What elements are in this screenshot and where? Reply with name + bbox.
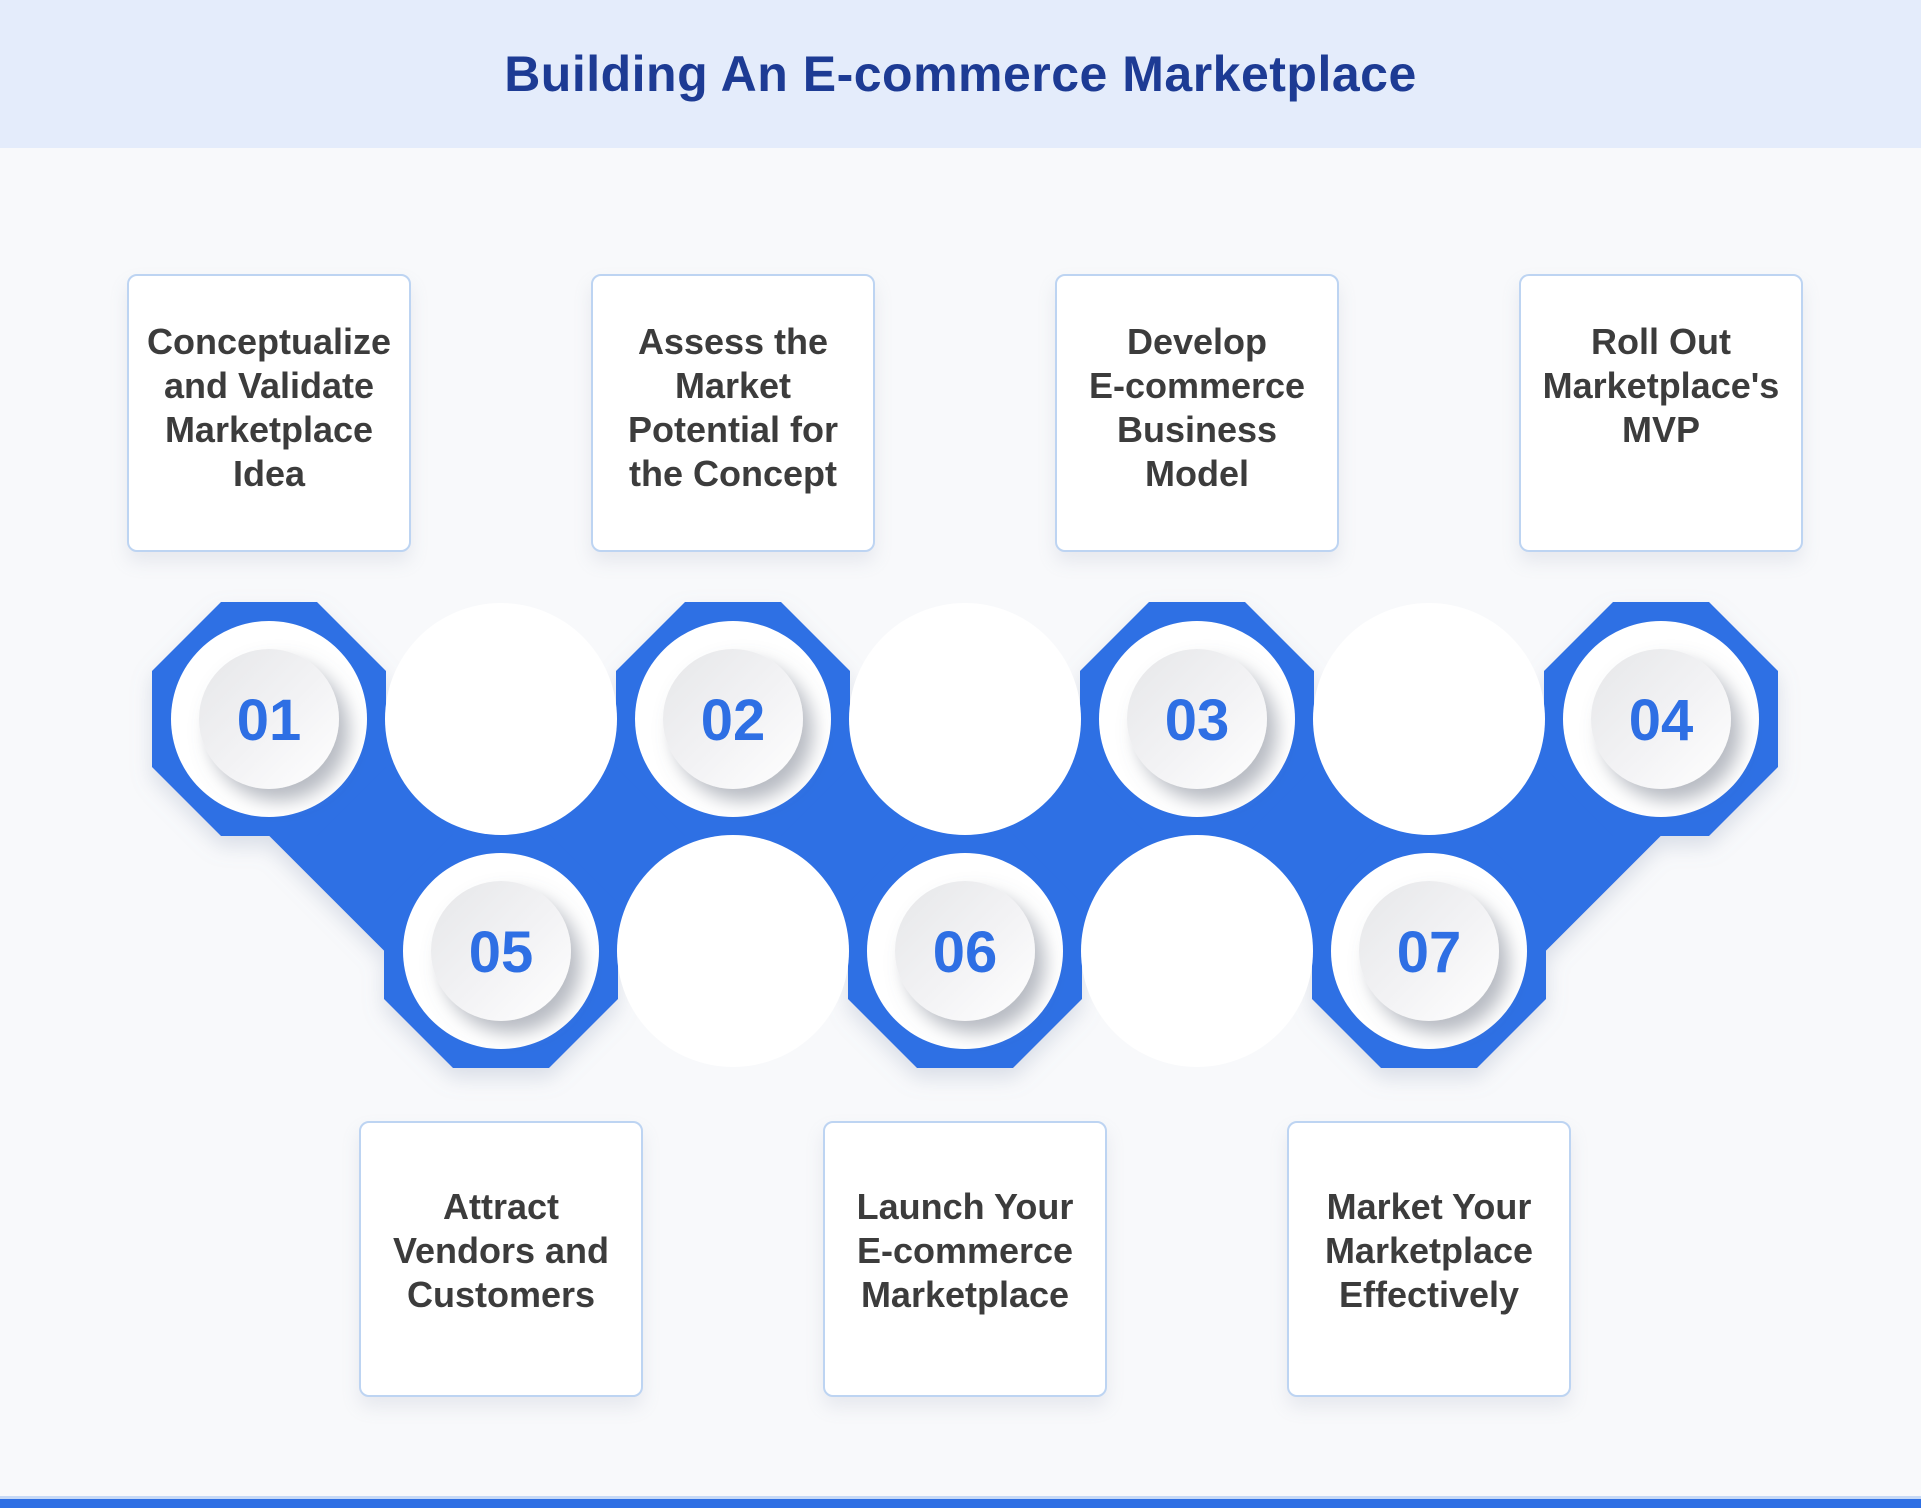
footer-accent-bar [0, 1499, 1921, 1508]
step-number-06: 06 [933, 920, 998, 985]
step-card-02: Assess the Market Potential for the Conc… [591, 274, 875, 552]
number-disc-03 [1127, 649, 1267, 789]
number-disc-05 [431, 881, 571, 1021]
number-disc-04 [1591, 649, 1731, 789]
bend-carve [385, 603, 617, 835]
step-card-07: Market Your Marketplace Effectively [1287, 1121, 1571, 1397]
number-disc-01 [199, 649, 339, 789]
step-number-04: 04 [1629, 688, 1694, 753]
step-card-label: Market Your Marketplace Effectively [1324, 1186, 1534, 1315]
step-card-label: Develop E-commerce Business Model [1088, 321, 1306, 494]
number-disc-group [199, 649, 1731, 1021]
step-number-03: 03 [1165, 688, 1230, 753]
number-disc-06 [895, 881, 1035, 1021]
header-band: Building An E-commerce Marketplace [0, 0, 1921, 148]
bend-carve [1313, 603, 1545, 835]
step-card-label: Attract Vendors and Customers [392, 1186, 610, 1315]
step-card-label: Roll Out Marketplace's MVP [1542, 321, 1780, 450]
step-card-label: Assess the Market Potential for the Conc… [627, 321, 838, 494]
bend-carve [1081, 835, 1313, 1067]
step-card-06: Launch Your E-commerce Marketplace [823, 1121, 1107, 1397]
step-card-04: Roll Out Marketplace's MVP [1519, 274, 1803, 552]
step-number-05: 05 [469, 920, 534, 985]
bend-carve [849, 603, 1081, 835]
step-number-01: 01 [237, 688, 302, 753]
step-number-07: 07 [1397, 920, 1462, 985]
number-disc-07 [1359, 881, 1499, 1021]
step-card-label: Conceptualize and Validate Marketplace I… [146, 321, 392, 494]
bend-carve [617, 835, 849, 1067]
step-card-label: Launch Your E-commerce Marketplace [856, 1186, 1074, 1315]
step-card-03: Develop E-commerce Business Model [1055, 274, 1339, 552]
step-number-02: 02 [701, 688, 766, 753]
step-card-01: Conceptualize and Validate Marketplace I… [127, 274, 411, 552]
page-title: Building An E-commerce Marketplace [504, 46, 1417, 102]
number-disc-02 [663, 649, 803, 789]
footer-accent-line [0, 1496, 1921, 1499]
step-card-05: Attract Vendors and Customers [359, 1121, 643, 1397]
